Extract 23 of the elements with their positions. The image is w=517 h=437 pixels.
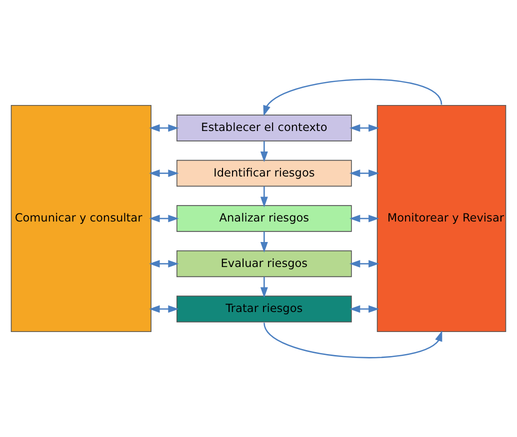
- arrow: [149, 305, 179, 313]
- arrow: [260, 232, 268, 253]
- arrow: [260, 141, 268, 162]
- arrow: [260, 186, 268, 208]
- node-box: Comunicar y consultar: [10, 105, 152, 332]
- arrow: [149, 260, 179, 268]
- node-box: Identificar riesgos: [176, 160, 352, 187]
- arrow: [260, 276, 268, 298]
- arrow: [149, 170, 179, 177]
- arrow: [349, 214, 380, 222]
- node-box: Establecer el contexto: [176, 114, 352, 142]
- node-box: Analizar riesgos: [176, 205, 352, 232]
- arrow: [349, 170, 380, 177]
- arrow: [349, 124, 380, 132]
- arrow: [149, 124, 179, 132]
- arrow: [149, 214, 179, 222]
- arrow: [349, 305, 380, 313]
- node-box: Monitorear y Revisar: [376, 105, 506, 332]
- node-box: Evaluar riesgos: [176, 250, 352, 278]
- arrow: [264, 322, 442, 358]
- node-box: Tratar riesgos: [176, 296, 352, 322]
- arrow: [263, 78, 442, 116]
- arrow: [349, 260, 380, 268]
